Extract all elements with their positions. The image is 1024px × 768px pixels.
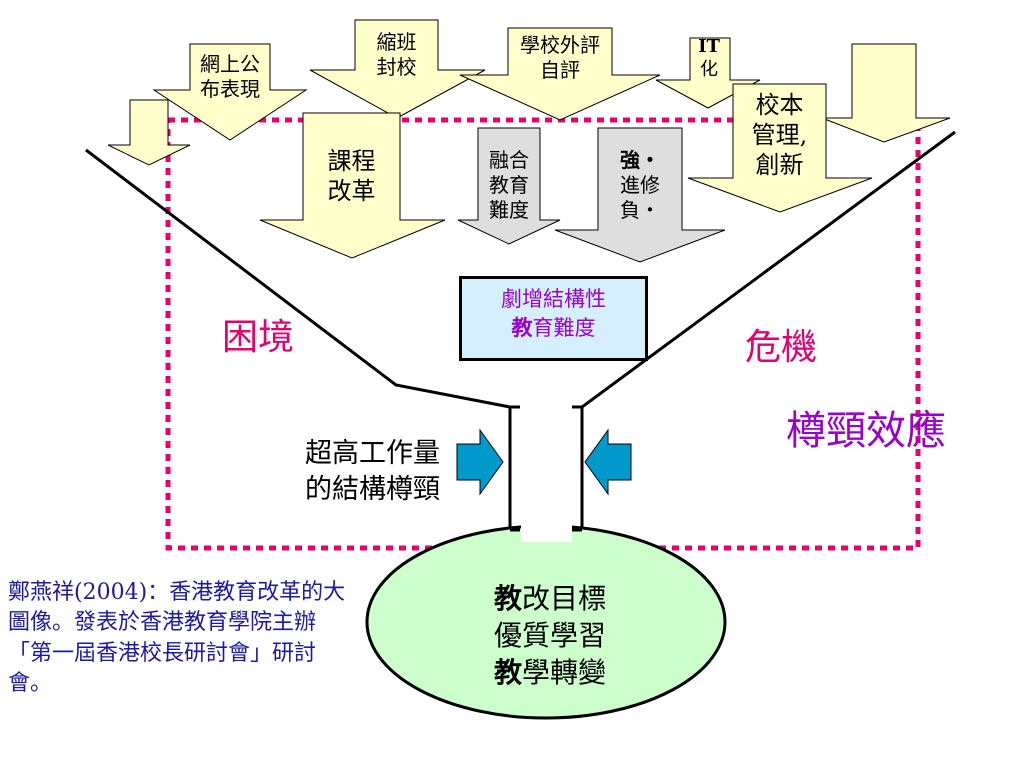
- arrow-curriculum: [259, 112, 446, 259]
- arrow-label-strengthen: 強‧進修負‧: [620, 148, 660, 222]
- arrow-inclusive: [457, 127, 561, 245]
- arrow-online: [152, 43, 308, 141]
- arrow-label-review: 學校外評自評: [520, 33, 600, 82]
- structural-difficulty-box: 劇增結構性 教育難度: [459, 276, 648, 361]
- goals-text: 教改目標 優質學習 教學轉變: [493, 582, 607, 690]
- arrow-strengthen: [554, 127, 726, 263]
- arrow-label-shrink: 縮班封校: [376, 30, 417, 79]
- funnel-left-edge: [85, 148, 512, 530]
- arrow-left-edge: [107, 99, 191, 166]
- crisis-label: 危機: [745, 327, 818, 368]
- arrow-label-inclusive: 融合教育難度: [489, 148, 529, 222]
- arrow-sbm: [687, 83, 873, 213]
- dilemma-label: 困境: [222, 317, 295, 358]
- arrow-right-edge: [821, 43, 951, 143]
- pressure-arrow-left: [456, 428, 504, 496]
- citation-text: 鄭燕祥(2004)：香港教育改革的大圖像。發表於香港教育學院主辦「第一屆香港校長…: [8, 580, 346, 697]
- arrow-review: [459, 27, 661, 121]
- bottleneck-effect-label: 樽頸效應: [786, 408, 946, 454]
- pressure-arrow-right: [584, 428, 632, 496]
- arrow-shrink: [309, 19, 486, 119]
- arrow-label-online: 網上公布表現: [200, 52, 260, 101]
- arrow-label-sbm: 校本管理,創新: [751, 91, 808, 179]
- arrow-label-curriculum: 課程改革: [327, 147, 376, 205]
- workload-bottleneck-text: 超高工作量的結構樽頸: [305, 438, 440, 506]
